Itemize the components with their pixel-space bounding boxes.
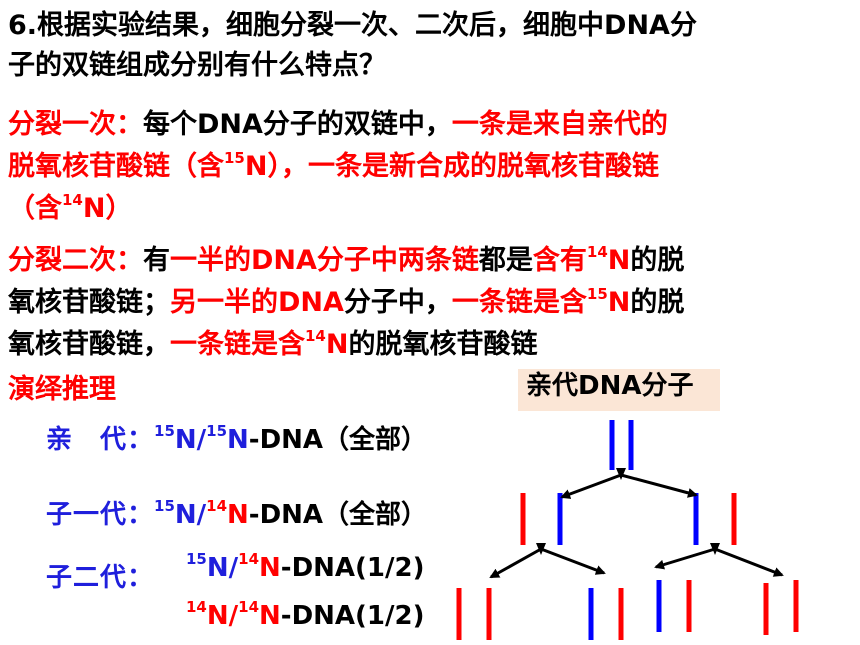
- arrow-f1-right-b: [714, 547, 784, 577]
- division-1-label: 分裂一次：: [8, 109, 143, 140]
- arrow-f1-right-a: [654, 547, 716, 570]
- arrow-parent-left: [560, 473, 622, 499]
- parent-dna-box: [518, 369, 720, 411]
- question-line-1: 6.根据实验结果，细胞分裂一次、二次后，细胞中DNA分: [8, 10, 697, 41]
- junction-f1-right: [710, 543, 720, 555]
- f2-generation-label: 子二代：: [46, 563, 155, 593]
- division-1-paragraph: 分裂一次：每个DNA分子的双链中，一条是来自亲代的 脱氧核苷酸链（含15N），一…: [8, 109, 668, 224]
- division-2-label: 分裂二次：: [8, 245, 143, 276]
- f1-generation-row: 子一代：15N/14N-DNA（全部）: [46, 497, 428, 530]
- junction-parent: [616, 468, 626, 480]
- question-line-2: 子的双链组成分别有什么特点？: [8, 50, 386, 81]
- parent-generation-row: 亲 代：15N/15N-DNA（全部）: [46, 422, 428, 455]
- division-2-paragraph: 分裂二次：有一半的DNA分子中两条链都是含有14N的脱 氧核苷酸链；另一半的DN…: [8, 243, 685, 361]
- junction-f1-left: [536, 543, 546, 555]
- parent-dna-label: 亲代DNA分子: [526, 371, 694, 401]
- question-text: 6.根据实验结果，细胞分裂一次、二次后，细胞中DNA分 子的双链组成分别有什么特…: [8, 6, 697, 86]
- deduction-title: 演绎推理: [8, 374, 116, 405]
- arrow-f1-left-b: [540, 547, 606, 575]
- f2-formula-b: 14N/14N-DNA(1/2): [186, 598, 425, 631]
- arrow-f1-left-a: [489, 547, 542, 579]
- arrow-parent-right: [620, 473, 698, 498]
- f2-formula-a: 15N/14N-DNA(1/2): [186, 550, 425, 583]
